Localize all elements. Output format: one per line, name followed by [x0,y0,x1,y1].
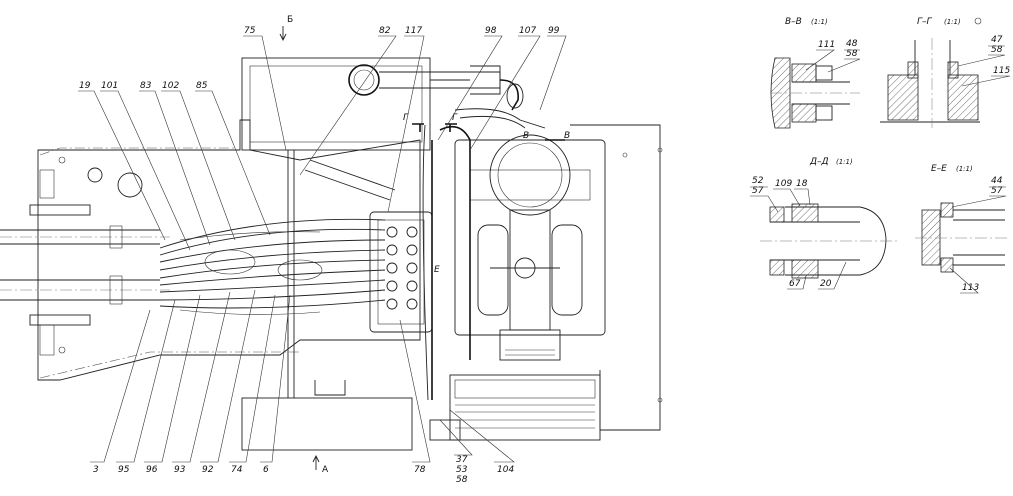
svg-text:58: 58 [456,475,468,485]
svg-text:74: 74 [231,465,243,475]
svg-text:57: 57 [991,186,1003,196]
svg-text:99: 99 [548,26,560,36]
engine-block [454,134,606,361]
callout-75: 75 [243,26,287,151]
callout-104: 104 [449,409,515,475]
mounting-plate [570,124,661,431]
svg-text:48: 48 [846,39,858,49]
callout-99: 99 [539,26,567,111]
drive-shafts [0,204,170,326]
pipe-vertical-2 [439,125,471,360]
callout-83: 83 [139,81,211,246]
svg-text:98: 98 [485,26,497,36]
hidden-frame-contour [39,147,300,379]
vertical-rod [287,150,295,398]
svg-text:107: 107 [519,26,536,36]
cut-e: Е [434,265,440,275]
platform-plate [241,397,413,451]
svg-text:57: 57 [752,186,764,196]
svg-text:111: 111 [818,40,835,50]
callout-82: 82 [299,26,397,176]
callout-95: 95 [116,299,176,475]
radiator-box [449,374,601,441]
svg-text:113: 113 [962,283,979,293]
svg-text:85: 85 [196,81,208,91]
cut-v-right: В [564,131,570,141]
svg-text:3: 3 [93,465,99,475]
callout-96: 96 [144,294,201,475]
svg-text:93: 93 [174,465,186,475]
svg-text:67: 67 [789,279,801,289]
callout-117: 117 [387,26,425,213]
svg-text:(1:1): (1:1) [944,18,961,26]
svg-text:78: 78 [414,465,426,475]
callout-78: 78 [399,319,431,475]
callouts: 75 82 117 98 107 99 19 101 [78,26,567,485]
callout-98: 98 [437,26,503,141]
svg-text:115: 115 [993,66,1010,76]
svg-text:101: 101 [101,81,118,91]
svg-text:96: 96 [146,465,158,475]
cut-g-right: Г [452,113,458,123]
main-assembly-view: Б А Г Г В В Е [0,15,663,475]
elbow-pipe [499,79,519,111]
svg-text:52: 52 [752,176,764,186]
callout-37-53-58: 37 53 58 [439,419,473,485]
svg-text:82: 82 [379,26,391,36]
callout-101: 101 [100,81,191,251]
svg-text:37: 37 [456,455,468,465]
svg-text:(1:1): (1:1) [956,165,973,173]
view-marker-b: Б [287,15,293,25]
callout-74: 74 [229,294,276,475]
callout-19: 19 [78,81,166,241]
svg-text:92: 92 [202,465,214,475]
svg-text:18: 18 [796,179,808,189]
svg-text:109: 109 [775,179,792,189]
cut-g-left: Г [403,113,409,123]
svg-text:95: 95 [118,465,130,475]
svg-text:(1:1): (1:1) [836,158,853,166]
svg-text:6: 6 [263,465,269,475]
section-gg: Г–Г (1:1) 47 58 115 [880,17,1010,128]
svg-text:102: 102 [162,81,179,91]
callout-92: 92 [200,289,256,475]
svg-text:117: 117 [405,26,422,36]
svg-text:104: 104 [497,465,514,475]
hose-bundle [159,218,386,315]
svg-text:20: 20 [820,279,832,289]
svg-text:(1:1): (1:1) [811,18,828,26]
callout-93: 93 [172,291,231,475]
svg-text:Г–Г: Г–Г [917,17,933,27]
svg-text:44: 44 [991,176,1003,186]
section-vv: В–В (1:1) 111 48 58 [770,17,861,129]
svg-text:53: 53 [456,465,468,475]
callout-107: 107 [469,26,541,151]
filler-cap [348,64,380,96]
svg-text:75: 75 [244,26,256,36]
svg-text:83: 83 [140,81,152,91]
svg-text:58: 58 [991,45,1003,55]
svg-text:Е–Е: Е–Е [931,164,947,174]
callout-3: 3 [90,309,151,475]
callout-102: 102 [161,81,236,241]
callout-85: 85 [195,81,271,236]
svg-text:47: 47 [991,35,1003,45]
svg-text:58: 58 [846,49,858,59]
tank-box [241,57,431,151]
view-marker-a: А [322,465,329,475]
svg-text:19: 19 [79,81,91,91]
left-knob [117,172,143,198]
svg-text:В–В: В–В [785,17,802,27]
svg-text:Д–Д: Д–Д [809,157,829,167]
callout-6: 6 [260,294,291,475]
section-dd: Д–Д (1:1) 52 57 109 18 67 20 [750,157,900,290]
cut-v-left: В [523,131,529,141]
section-ee: Е–Е (1:1) 44 57 113 [915,164,1010,294]
